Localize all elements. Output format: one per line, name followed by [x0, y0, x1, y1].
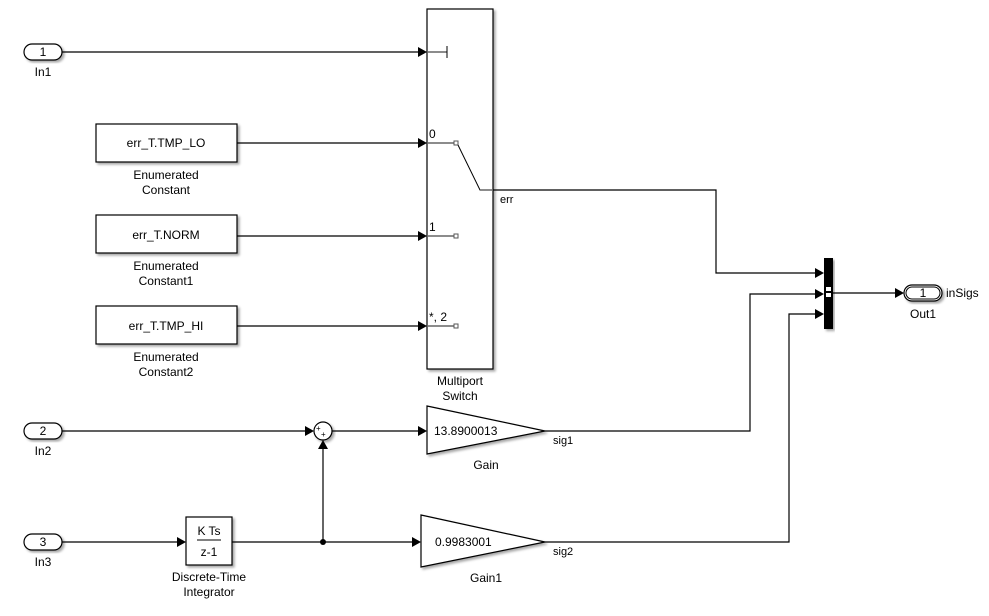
port-label-2: *, 2: [429, 310, 447, 324]
arrowhead: [305, 426, 314, 436]
discrete-time-integrator[interactable]: K Ts z-1 Discrete-Time Integrator: [172, 516, 247, 599]
mux-output-mark: [826, 287, 831, 291]
arrowhead: [895, 288, 904, 298]
inport-number: 3: [40, 535, 47, 549]
port-label-0: 0: [429, 127, 436, 141]
sum-sign-1: +: [316, 424, 321, 433]
arrowhead: [318, 440, 328, 449]
inport-label: In1: [35, 65, 52, 79]
outport-label: Out1: [910, 307, 936, 321]
gain1-triangle[interactable]: [420, 514, 546, 568]
constant-block[interactable]: [95, 214, 238, 254]
outport-inner-shape: [905, 286, 941, 300]
inport-number: 2: [40, 424, 47, 438]
gain-triangle[interactable]: [426, 405, 546, 455]
constant-value: err_T.NORM: [132, 228, 199, 242]
gain-value: 13.8900013: [434, 424, 498, 438]
inport-in3[interactable]: 3 In3: [23, 533, 63, 569]
sum-sign-2: +: [321, 430, 326, 439]
gain-name: Gain: [473, 458, 498, 472]
gain-block[interactable]: 13.8900013 Gain: [426, 405, 546, 472]
arrowhead: [418, 138, 427, 148]
integrator-numerator: K Ts: [197, 524, 220, 538]
wire-sig1-to-mux[interactable]: [545, 293, 815, 432]
arrowhead: [418, 231, 427, 241]
signal-label-sig2: sig2: [553, 546, 573, 558]
bus-creator[interactable]: [824, 258, 833, 329]
inport-shape[interactable]: [23, 43, 63, 61]
integrator-name-line1: Discrete-Time: [172, 570, 247, 584]
inport-shape[interactable]: [23, 422, 63, 440]
sum-block[interactable]: + +: [313, 421, 333, 441]
constant-name-line2: Constant: [142, 183, 191, 197]
gain1-name: Gain1: [470, 571, 502, 585]
inport-label: In3: [35, 555, 52, 569]
wire-sig2-to-mux[interactable]: [545, 313, 815, 543]
signal-label-sig1: sig1: [553, 435, 573, 447]
inport-in2[interactable]: 2 In2: [23, 422, 63, 458]
signal-label-err: err: [500, 194, 514, 206]
integrator-name-line2: Integrator: [183, 585, 234, 599]
inport-label: In2: [35, 444, 52, 458]
multiport-switch[interactable]: 0 1 *, 2 Multiport Switch: [426, 8, 494, 403]
inport-shape[interactable]: [23, 533, 63, 551]
constant-value: err_T.TMP_HI: [129, 319, 204, 333]
constant-name-line2: Constant1: [139, 274, 194, 288]
outport-out1[interactable]: 1 inSigs Out1: [903, 284, 979, 321]
arrowhead: [418, 321, 427, 331]
constant-name-line1: Enumerated: [133, 259, 198, 273]
constant-name-line1: Enumerated: [133, 168, 198, 182]
arrowhead: [815, 268, 824, 278]
gain1-block[interactable]: 0.9983001 Gain1: [420, 514, 546, 585]
arrowhead: [177, 537, 186, 547]
outport-shape[interactable]: [903, 284, 943, 302]
gain1-value: 0.9983001: [435, 535, 492, 549]
constant-value: err_T.TMP_LO: [127, 136, 206, 150]
integrator-denominator: z-1: [201, 545, 218, 559]
switch-block[interactable]: [426, 8, 494, 370]
signal-lines: [62, 47, 904, 547]
arrowhead: [815, 309, 824, 319]
sum-circle[interactable]: [313, 421, 333, 441]
enumerated-constant-2[interactable]: err_T.TMP_HI Enumerated Constant2: [95, 305, 238, 379]
constant-name-line2: Constant2: [139, 365, 194, 379]
port-contact-1: [453, 233, 459, 239]
integrator-block[interactable]: [185, 516, 233, 566]
enumerated-constant-1[interactable]: err_T.NORM Enumerated Constant1: [95, 214, 238, 288]
constant-block[interactable]: [95, 305, 238, 345]
port-contact-0: [453, 140, 459, 146]
inport-number: 1: [40, 45, 47, 59]
mux-output-mark: [826, 293, 831, 297]
switch-name-line1: Multiport: [437, 374, 484, 388]
outport-signal-label: inSigs: [946, 286, 979, 300]
port-label-1: 1: [429, 220, 436, 234]
arrowhead: [418, 47, 427, 57]
outport-number: 1: [920, 286, 927, 300]
switch-name-line2: Switch: [442, 389, 477, 403]
branch-point: [320, 539, 326, 545]
wire-err-to-mux[interactable]: [493, 189, 815, 274]
arrowhead: [418, 426, 427, 436]
arrowhead: [815, 289, 824, 299]
arrowhead: [412, 537, 421, 547]
port-contact-2: [453, 323, 459, 329]
constant-block[interactable]: [95, 123, 238, 163]
enumerated-constant-0[interactable]: err_T.TMP_LO Enumerated Constant: [95, 123, 238, 197]
inport-in1[interactable]: 1 In1: [23, 43, 63, 79]
constant-name-line1: Enumerated: [133, 350, 198, 364]
